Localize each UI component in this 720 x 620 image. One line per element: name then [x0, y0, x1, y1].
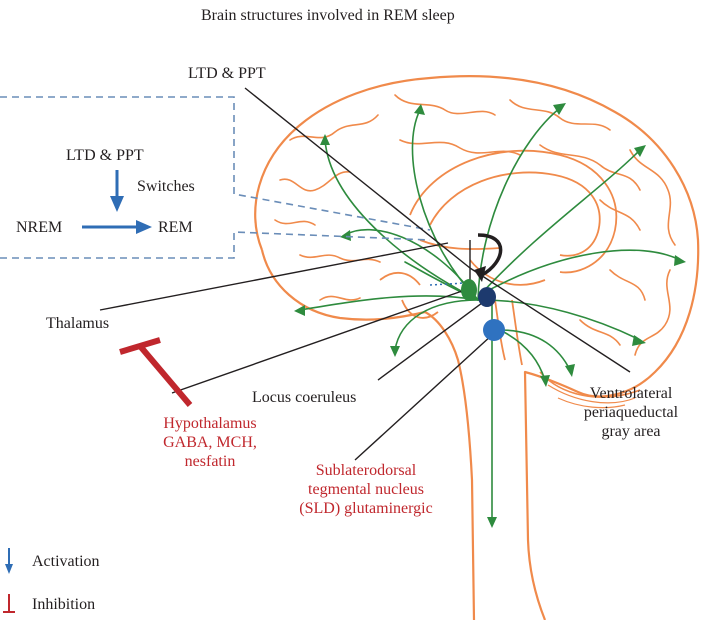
label-hypothalamus-line2: GABA, MCH, [163, 434, 257, 451]
diagram-title: Brain structures involved in REM sleep [201, 7, 455, 24]
label-ltd-ppt-top: LTD & PPT [188, 65, 266, 82]
legend-inhibition-icon [3, 594, 15, 613]
label-hypothalamus: Hypothalamus GABA, MCH, nesfatin [142, 414, 278, 471]
legend-inhibition-label: Inhibition [32, 596, 96, 613]
label-sld: Sublaterodorsal tegmental nucleus (SLD) … [276, 461, 456, 518]
inset-nrem: NREM [16, 219, 63, 236]
inset-activation-arrow [110, 170, 124, 212]
label-sld-line2: tegmental nucleus [308, 481, 424, 498]
label-thalamus: Thalamus [46, 315, 110, 332]
label-locus-coeruleus: Locus coeruleus [252, 389, 357, 406]
label-sld-line3: (SLD) glutaminergic [299, 500, 433, 517]
inset-rem: REM [158, 219, 193, 236]
inset-switches: Switches [137, 178, 195, 195]
inset-ltd-ppt: LTD & PPT [66, 147, 144, 164]
thalamus-inhibition-symbol [119, 337, 193, 407]
inset-dashed-box [0, 96, 431, 259]
label-sld-line1: Sublaterodorsal [315, 462, 417, 479]
ltd-ppt-curved-arrow [474, 233, 503, 282]
label-vlpag-line1: Ventrolateral [589, 385, 673, 402]
pathway-arrowheads [294, 103, 686, 528]
locus-coeruleus-nucleus [461, 279, 477, 301]
label-hypothalamus-line3: nesfatin [184, 453, 236, 470]
pointer-lines [99, 87, 631, 461]
label-hypothalamus-line1: Hypothalamus [163, 415, 257, 432]
label-vlpag-line2: periaqueductal [583, 404, 679, 421]
vlpag-nucleus [478, 287, 496, 307]
legend-activation-icon [5, 548, 13, 574]
label-vlpag-line3: gray area [601, 423, 661, 440]
corpus-callosum [379, 149, 618, 366]
label-vlpag: Ventrolateral periaqueductal gray area [556, 384, 706, 441]
sld-nucleus [483, 319, 505, 341]
nrem-to-rem-arrow [82, 220, 152, 234]
legend-activation-label: Activation [32, 553, 100, 570]
dotted-projections [429, 282, 466, 286]
